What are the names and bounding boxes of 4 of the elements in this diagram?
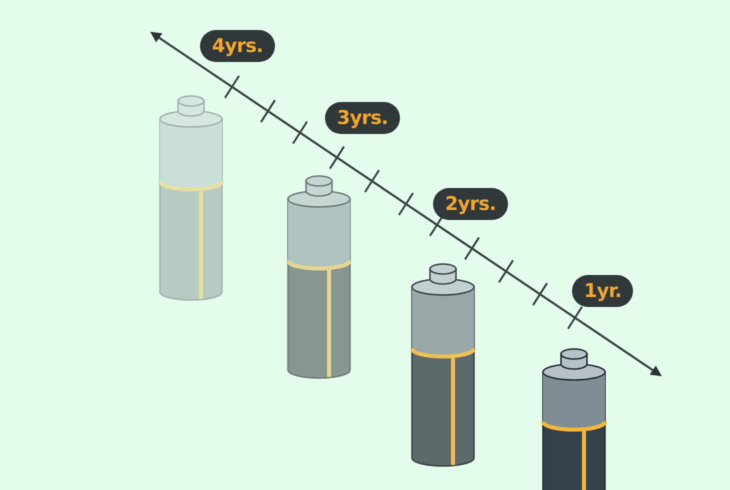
year-badge: 3yrs.	[325, 102, 400, 134]
year-badge: 4yrs.	[200, 30, 276, 62]
year-badge: 1yr.	[572, 275, 634, 307]
year-badge: 2yrs.	[433, 188, 508, 220]
